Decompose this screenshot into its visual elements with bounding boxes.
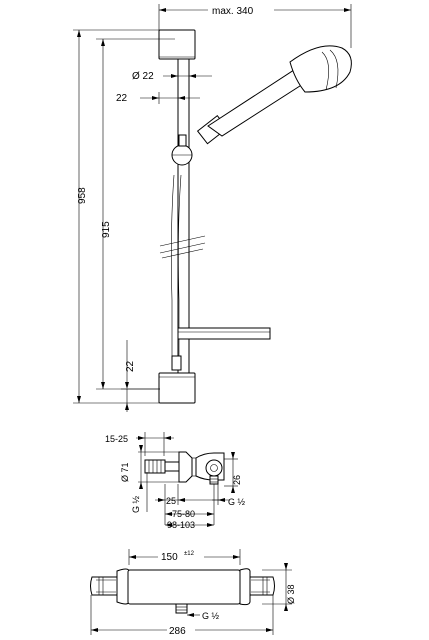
label-thread: G ½: [202, 611, 220, 621]
label-thread-depth: 15-25: [105, 434, 128, 444]
dim-bottom-offset: 22: [121, 340, 160, 412]
dim-thread: G ½: [187, 611, 220, 621]
dim-rail-diameter: Ø 22: [132, 71, 212, 82]
outlet-nipple: [175, 603, 188, 614]
dim-range-98-103: 98-103: [165, 520, 214, 530]
dim-thread-right: G ½: [212, 484, 246, 507]
label-range-98-103: 98-103: [167, 520, 195, 530]
label-offset-25: 25: [166, 496, 176, 506]
label-tolerance: ±12: [184, 551, 195, 557]
dim-total-height: 958: [73, 29, 159, 404]
hose-clip: [159, 235, 206, 259]
dim-thread-left: G ½: [131, 472, 148, 513]
label-rail-height: 915: [101, 221, 112, 238]
label-total-width: 286: [169, 626, 186, 637]
label-rail-diameter: Ø 22: [132, 71, 154, 82]
label-thread-left: G ½: [131, 495, 141, 513]
hose-connector: [171, 355, 182, 371]
dim-rail-height: 915: [96, 38, 175, 390]
label-center-distance: 150: [161, 552, 178, 563]
soap-dish: [177, 327, 271, 340]
label-bottom-offset: 22: [125, 360, 136, 372]
dim-rail-offset: 22: [116, 92, 200, 104]
threaded-inlet: [144, 459, 180, 474]
rail-pipe: [171, 59, 190, 373]
dim-height: 26: [224, 452, 242, 493]
hand-shower: [196, 45, 352, 145]
dim-thread-depth: 15-25: [105, 432, 174, 456]
dim-total-width: 286: [90, 595, 274, 637]
bottom-bracket: [158, 372, 196, 404]
label-rail-offset: 22: [116, 93, 128, 104]
label-diameter: Ø 38: [286, 584, 296, 604]
valve-body-side: [195, 452, 225, 485]
dim-diameter: Ø 38: [262, 563, 296, 611]
slider-knob: [171, 134, 193, 166]
dim-range-75-80: 75-80: [165, 509, 214, 519]
label-thread-right: G ½: [228, 497, 246, 507]
shower-rail-set: max. 340 Ø 22 22: [73, 3, 352, 412]
label-height: 26: [232, 475, 242, 485]
dim-flange-diameter: Ø 71: [120, 445, 186, 489]
label-range-75-80: 75-80: [172, 509, 195, 519]
valve-front-view: 150 ±12: [90, 549, 296, 637]
thermostat-body: [90, 568, 275, 606]
label-flange-diameter: Ø 71: [120, 462, 130, 482]
dim-center-distance: 150 ±12: [128, 549, 241, 565]
label-max-width: max. 340: [212, 6, 254, 17]
top-bracket: [158, 29, 196, 60]
valve-side-view: 15-25: [105, 432, 246, 530]
dim-max-width: max. 340: [158, 3, 352, 48]
label-total-height: 958: [77, 187, 88, 204]
